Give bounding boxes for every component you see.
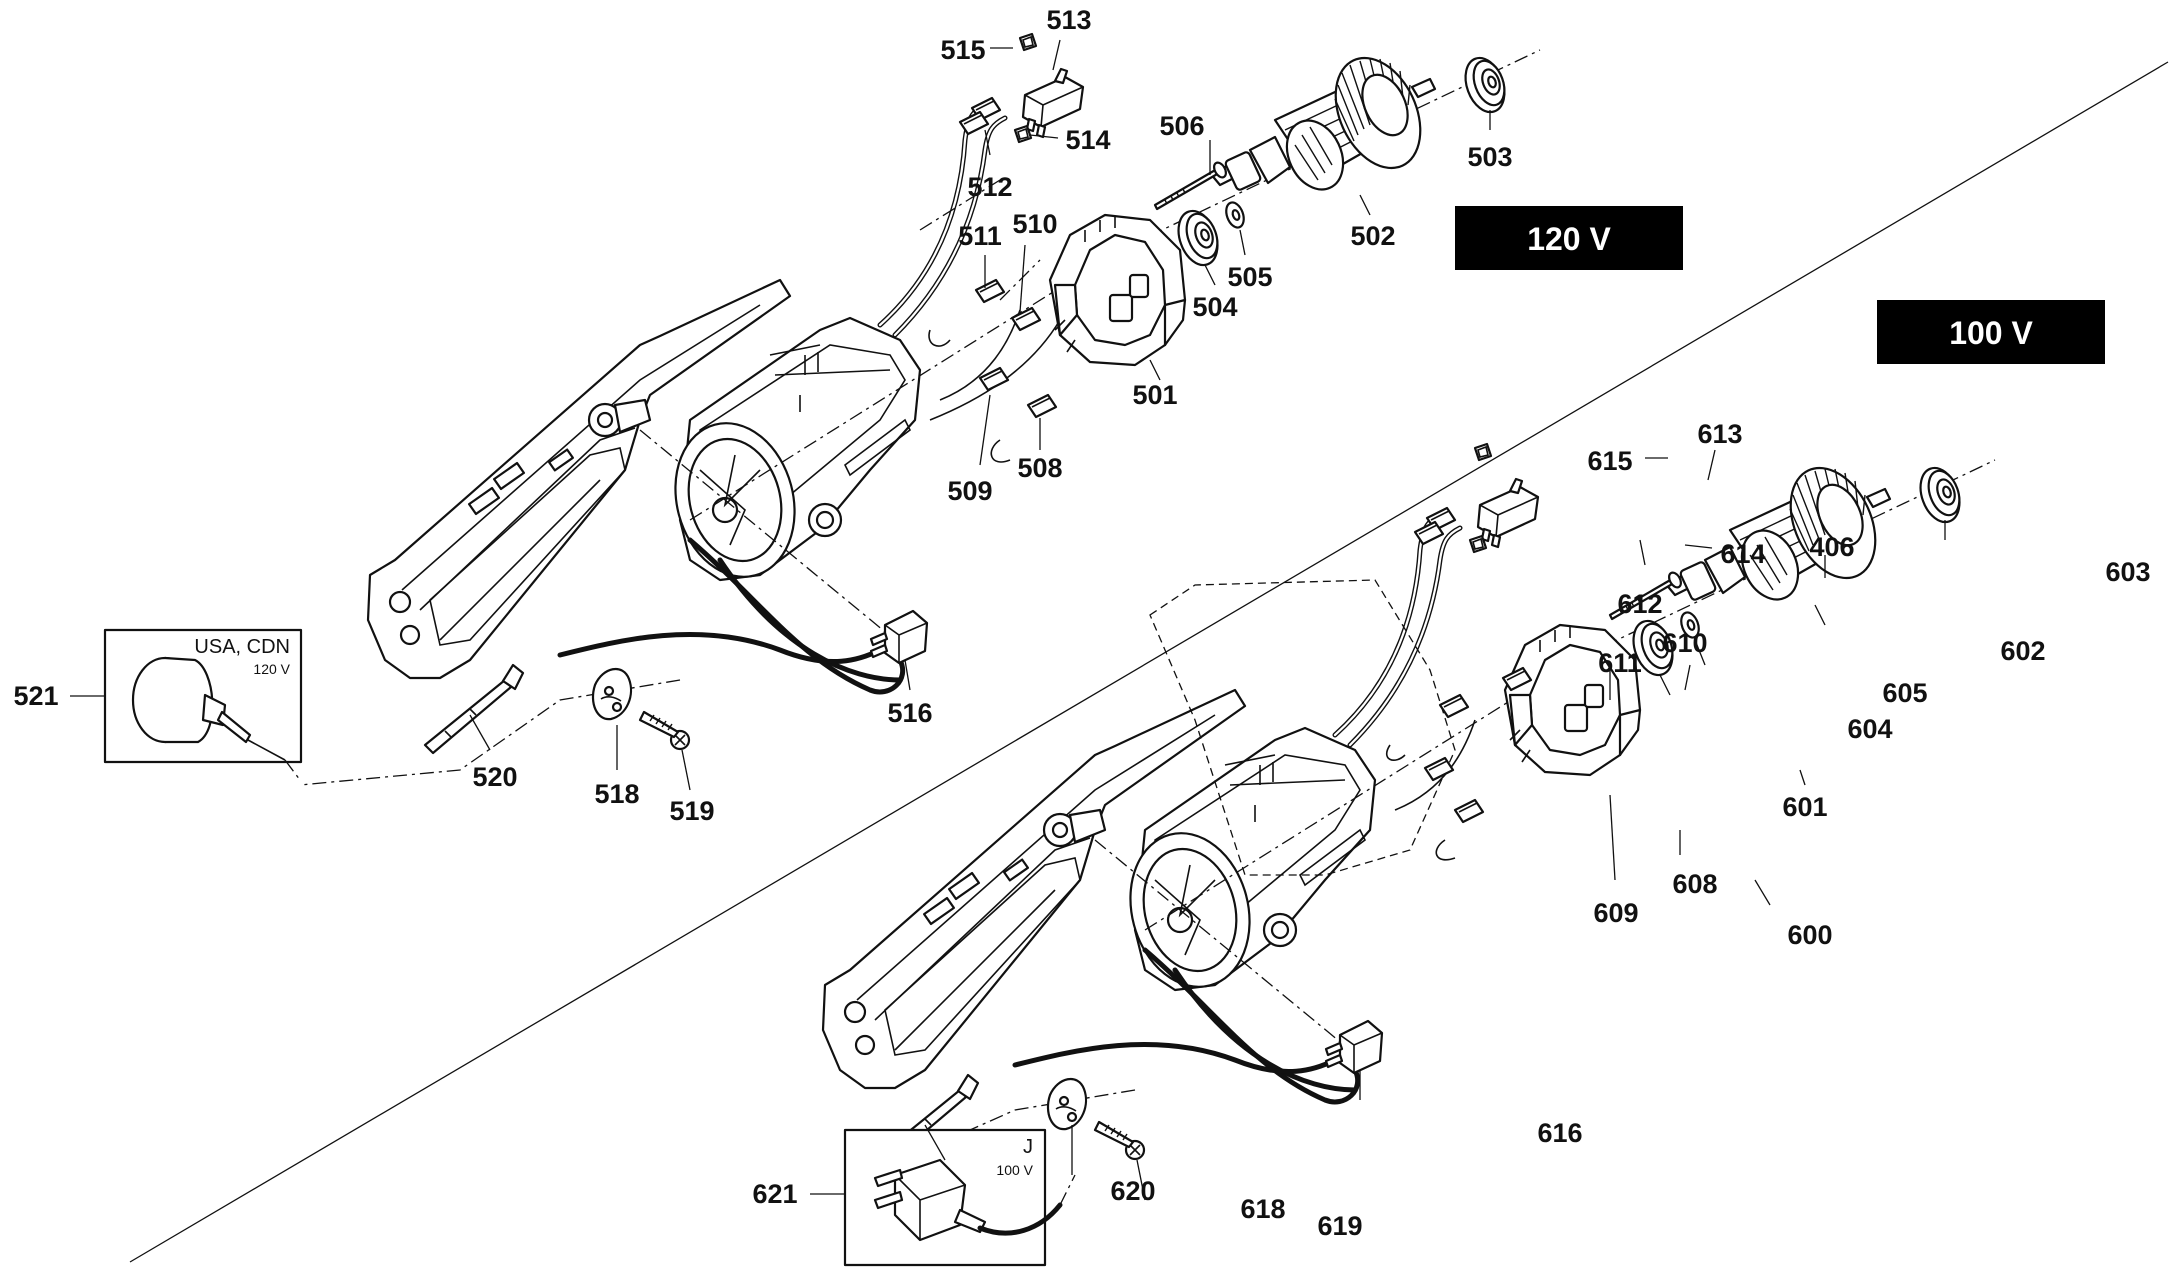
svg-text:120 V: 120 V <box>1527 221 1611 257</box>
part-label-521: 521 <box>13 681 58 711</box>
part-label-506: 506 <box>1159 111 1204 141</box>
part-label-616: 616 <box>1537 1118 1582 1148</box>
part-label-615: 615 <box>1587 446 1632 476</box>
part-label-502: 502 <box>1350 221 1395 251</box>
assembly-120v <box>103 32 1541 786</box>
part-label-514: 514 <box>1065 125 1110 155</box>
labels-120v: 501 502 503 504 505 506 508 509 510 511 … <box>13 5 1512 826</box>
part-label-503: 503 <box>1467 142 1512 172</box>
part-label-510: 510 <box>1012 209 1057 239</box>
part-label-504: 504 <box>1192 292 1237 322</box>
part-label-618: 618 <box>1240 1194 1285 1224</box>
leaders-100v <box>810 449 1946 1201</box>
plug-japan <box>873 1158 1063 1242</box>
part-label-600: 600 <box>1787 920 1832 950</box>
part-label-511: 511 <box>958 221 1002 251</box>
leaders-120v <box>70 39 1491 791</box>
part-label-620: 620 <box>1110 1176 1155 1206</box>
part-label-603: 603 <box>2105 557 2150 587</box>
svg-text:100 V: 100 V <box>1949 315 2033 351</box>
part-label-501: 501 <box>1132 380 1177 410</box>
plug-box-usa-region: USA, CDN <box>194 636 290 658</box>
part-label-601: 601 <box>1782 792 1827 822</box>
plug-box-japan-voltage: 100 V <box>996 1162 1033 1178</box>
part-label-518: 518 <box>594 779 639 809</box>
plug-box-japan-region: J <box>1023 1136 1033 1158</box>
part-label-512: 512 <box>967 172 1012 202</box>
plug-box-usa-voltage: 120 V <box>253 661 290 677</box>
part-label-610: 610 <box>1662 628 1707 658</box>
part-label-602: 602 <box>2000 636 2045 666</box>
part-label-515: 515 <box>940 35 985 65</box>
plug-usa <box>131 656 286 761</box>
assembly-100v <box>821 442 1996 1165</box>
part-label-605: 605 <box>1882 678 1927 708</box>
part-label-614: 614 <box>1720 539 1765 569</box>
part-label-406: 406 <box>1809 532 1854 562</box>
part-label-612: 612 <box>1617 589 1662 619</box>
part-label-613: 613 <box>1697 419 1742 449</box>
part-label-520: 520 <box>472 762 517 792</box>
part-label-608: 608 <box>1672 869 1717 899</box>
part-label-513: 513 <box>1046 5 1091 35</box>
badge-100v: 100 V <box>1877 300 2105 364</box>
labels-100v: 406 600 601 602 603 604 605 608 609 610 … <box>752 419 2150 1241</box>
part-label-509: 509 <box>947 476 992 506</box>
badge-120v: 120 V <box>1455 206 1683 270</box>
part-label-516: 516 <box>887 698 932 728</box>
part-label-505: 505 <box>1227 262 1272 292</box>
part-label-519: 519 <box>669 796 714 826</box>
part-label-621: 621 <box>752 1179 797 1209</box>
part-label-611: 611 <box>1598 648 1642 678</box>
part-label-508: 508 <box>1017 453 1062 483</box>
part-label-619: 619 <box>1317 1211 1362 1241</box>
part-label-609: 609 <box>1593 898 1638 928</box>
part-label-604: 604 <box>1847 714 1892 744</box>
